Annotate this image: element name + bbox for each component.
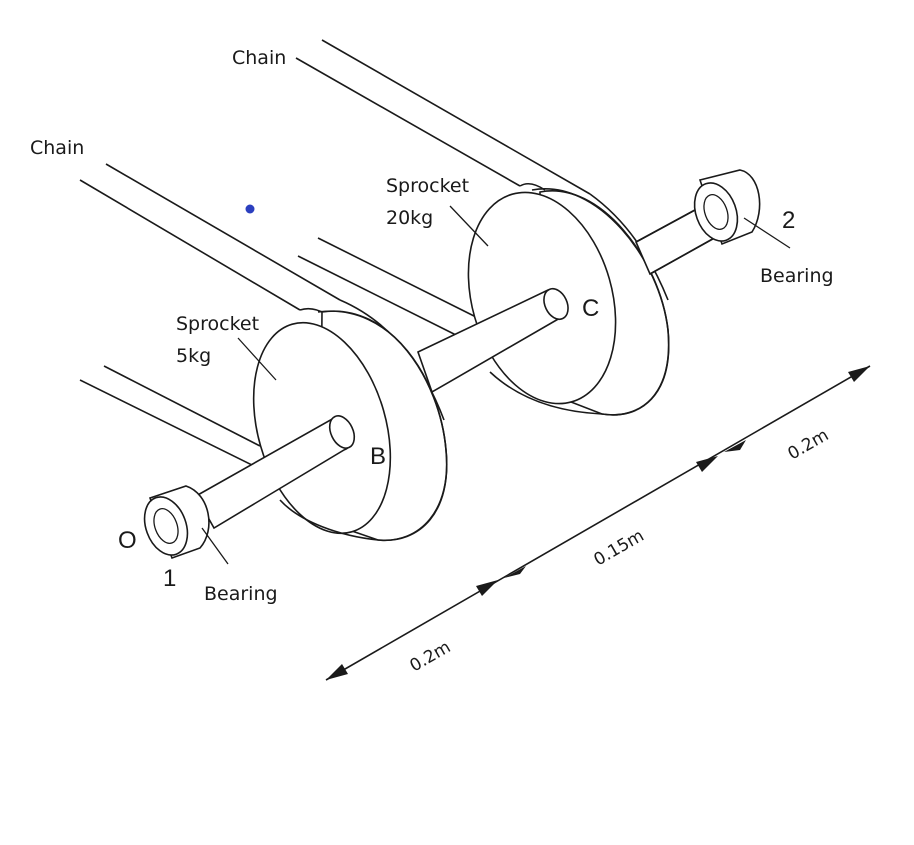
- upper-chain: [295, 39, 669, 343]
- dimension-segment-3: 0.2m: [785, 425, 833, 464]
- tick-arrow-2b: [724, 440, 746, 452]
- sprocket-c-mass: 20kg: [386, 207, 433, 229]
- sprocket-c-name: Sprocket: [386, 175, 469, 197]
- middle-shaft: [417, 287, 569, 394]
- labels: Chain Chain Sprocket 20kg Sprocket 5kg C…: [30, 47, 834, 676]
- left-shaft: [194, 415, 356, 530]
- marker-dot: [245, 204, 255, 214]
- bearing-1-label: Bearing: [204, 583, 278, 605]
- point-b-label: B: [370, 443, 386, 470]
- chain-label-top: Chain: [232, 47, 286, 69]
- bearing-1: [143, 485, 210, 560]
- dimension-segment-1: 0.2m: [407, 637, 455, 676]
- dimension-segment-2: 0.15m: [591, 526, 648, 571]
- bearing-2: [693, 169, 761, 246]
- chain-label-left: Chain: [30, 137, 84, 159]
- bearing-2-number: 2: [782, 207, 795, 234]
- tick-arrow-2a: [696, 456, 718, 472]
- bearing-1-number: 1: [163, 565, 176, 592]
- sprocket-b-mass: 5kg: [176, 345, 211, 367]
- tick-arrow-1b: [504, 566, 526, 578]
- point-c-label: C: [582, 295, 599, 322]
- bearing-2-label: Bearing: [760, 265, 834, 287]
- sprocket-b-name: Sprocket: [176, 313, 259, 335]
- tick-arrow-1a: [476, 580, 498, 596]
- arrow-head-end: [848, 366, 870, 382]
- dimension-line: [325, 365, 871, 681]
- arrow-head-start: [326, 664, 348, 680]
- leader-lines: [201, 205, 791, 565]
- point-o-label: O: [118, 527, 137, 554]
